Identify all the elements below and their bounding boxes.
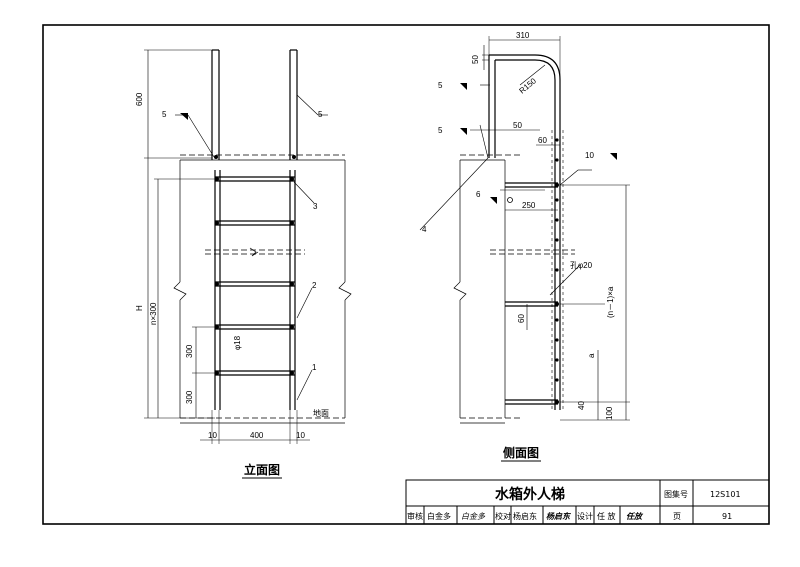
checker-signature: 杨启东 — [546, 512, 571, 521]
checker-name: 杨启东 — [513, 511, 537, 521]
dim-bracket-gap: 60 — [538, 136, 547, 145]
reviewer-signature: 白金多 — [461, 512, 486, 521]
drawing-title: 水箱外人梯 — [495, 486, 565, 503]
dim-weld-offset: 50 — [513, 121, 522, 130]
dim-rung-gap-2: 300 — [185, 390, 194, 404]
dim-spacing: a — [587, 353, 596, 358]
check-label: 校对 — [495, 511, 511, 521]
ground-label: 地面 — [313, 408, 329, 418]
designer-name: 任 放 — [597, 511, 616, 521]
dim-total-height: H — [135, 305, 144, 311]
dim-depth: 250 — [522, 201, 536, 210]
callout-side-5a: 5 — [438, 81, 443, 90]
callout-side-5b: 5 — [438, 126, 443, 135]
dim-bottom-height: 100 — [605, 406, 614, 420]
callout-elev-5a: 5 — [162, 110, 167, 119]
sheet-border — [42, 24, 770, 525]
dim-hole: 孔φ20 — [570, 261, 593, 270]
reviewer-name: 白金多 — [427, 511, 451, 521]
callout-elev-2: 2 — [312, 281, 317, 290]
atlas-label: 图集号 — [664, 489, 688, 499]
designer-signature: 任放 — [626, 512, 644, 521]
dim-top-drop: 50 — [471, 55, 480, 64]
dim-width: 400 — [250, 431, 264, 440]
review-label: 审核 — [407, 511, 423, 521]
dim-top-extension: 600 — [135, 92, 144, 106]
elevation-view — [144, 49, 352, 444]
dim-bottom-gap: 40 — [577, 401, 586, 410]
dim-rail-offset-right: 10 — [296, 431, 305, 440]
dim-rung-count: n×300 — [149, 302, 158, 325]
dim-bend-radius: R150 — [518, 76, 539, 96]
dim-top-width: 310 — [516, 31, 530, 40]
callout-side-6: 6 — [476, 190, 481, 199]
callout-elev-3: 3 — [313, 202, 318, 211]
elevation-caption: 立面图 — [244, 462, 280, 477]
side-view — [419, 36, 630, 424]
side-caption: 侧面图 — [503, 445, 539, 460]
title-block — [405, 479, 770, 525]
dim-rail-offset-left: 10 — [208, 431, 217, 440]
callout-side-10: 10 — [585, 151, 594, 160]
atlas-number: 12S101 — [710, 490, 741, 499]
page-label: 页 — [673, 512, 681, 521]
callout-side-4: 4 — [422, 225, 427, 234]
dim-rail-diameter: φ18 — [233, 335, 242, 350]
page-number: 91 — [722, 512, 732, 521]
dim-rung-section: 60 — [517, 314, 526, 323]
dim-rung-gap-1: 300 — [185, 344, 194, 358]
design-label: 设计 — [577, 511, 593, 521]
callout-elev-5b: 5 — [318, 110, 323, 119]
dim-rungs-span: (n－1)×a — [606, 286, 615, 318]
callout-elev-1: 1 — [312, 363, 317, 372]
